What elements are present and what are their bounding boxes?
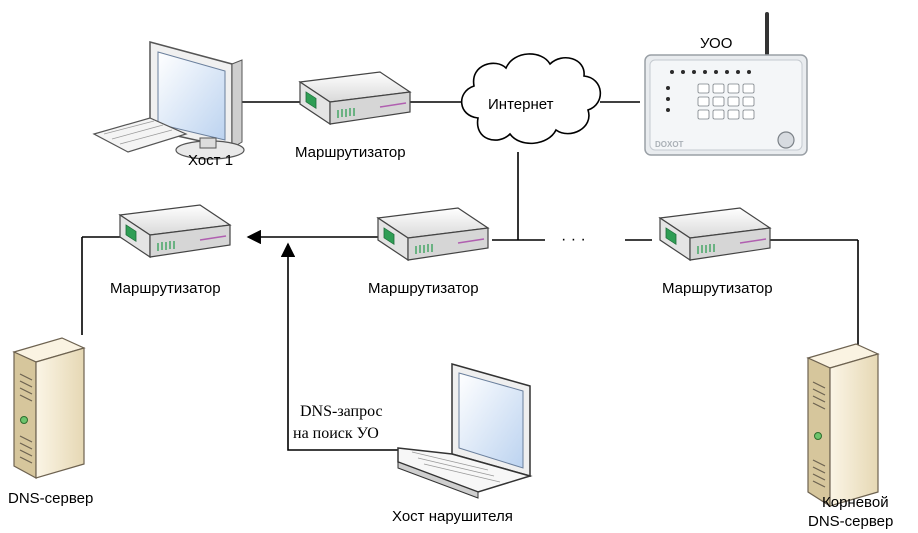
uoo-label: УОО <box>700 35 732 52</box>
internet-cloud-icon <box>460 53 602 145</box>
router-right-label: Маршрутизатор <box>662 280 773 297</box>
attacker-host-label: Хост нарушителя <box>392 508 513 525</box>
dns-server-icon <box>12 337 86 480</box>
internet-label: Интернет <box>488 96 554 113</box>
router-left-label: Маршрутизатор <box>110 280 221 297</box>
router-mid-icon <box>376 207 490 262</box>
host1-label: Хост 1 <box>188 152 233 169</box>
dns-query-path <box>280 242 398 451</box>
router-right-icon <box>658 207 772 262</box>
router-top-icon <box>298 71 412 126</box>
root-dns-server-icon <box>806 343 880 508</box>
router-left-icon <box>118 204 232 259</box>
attacker-laptop-icon <box>397 363 533 499</box>
dns-query-line1: DNS-запрос <box>300 403 383 420</box>
ellipsis-label: · · · <box>561 231 586 248</box>
dns-server-label: DNS-сервер <box>8 490 93 507</box>
dns-query-line2: на поиск УО <box>293 425 379 442</box>
router-mid-label: Маршрутизатор <box>368 280 479 297</box>
router-top-label: Маршрутизатор <box>295 144 406 161</box>
root-dns-label-line1: Корневой <box>822 494 889 511</box>
uoo-brand-text: DOXOT <box>655 140 684 149</box>
root-dns-label-line2: DNS-сервер <box>808 513 893 530</box>
uoo-device-icon: DOXOT <box>644 12 808 156</box>
connection-lines <box>81 101 859 451</box>
host1-computer-icon <box>92 41 245 160</box>
